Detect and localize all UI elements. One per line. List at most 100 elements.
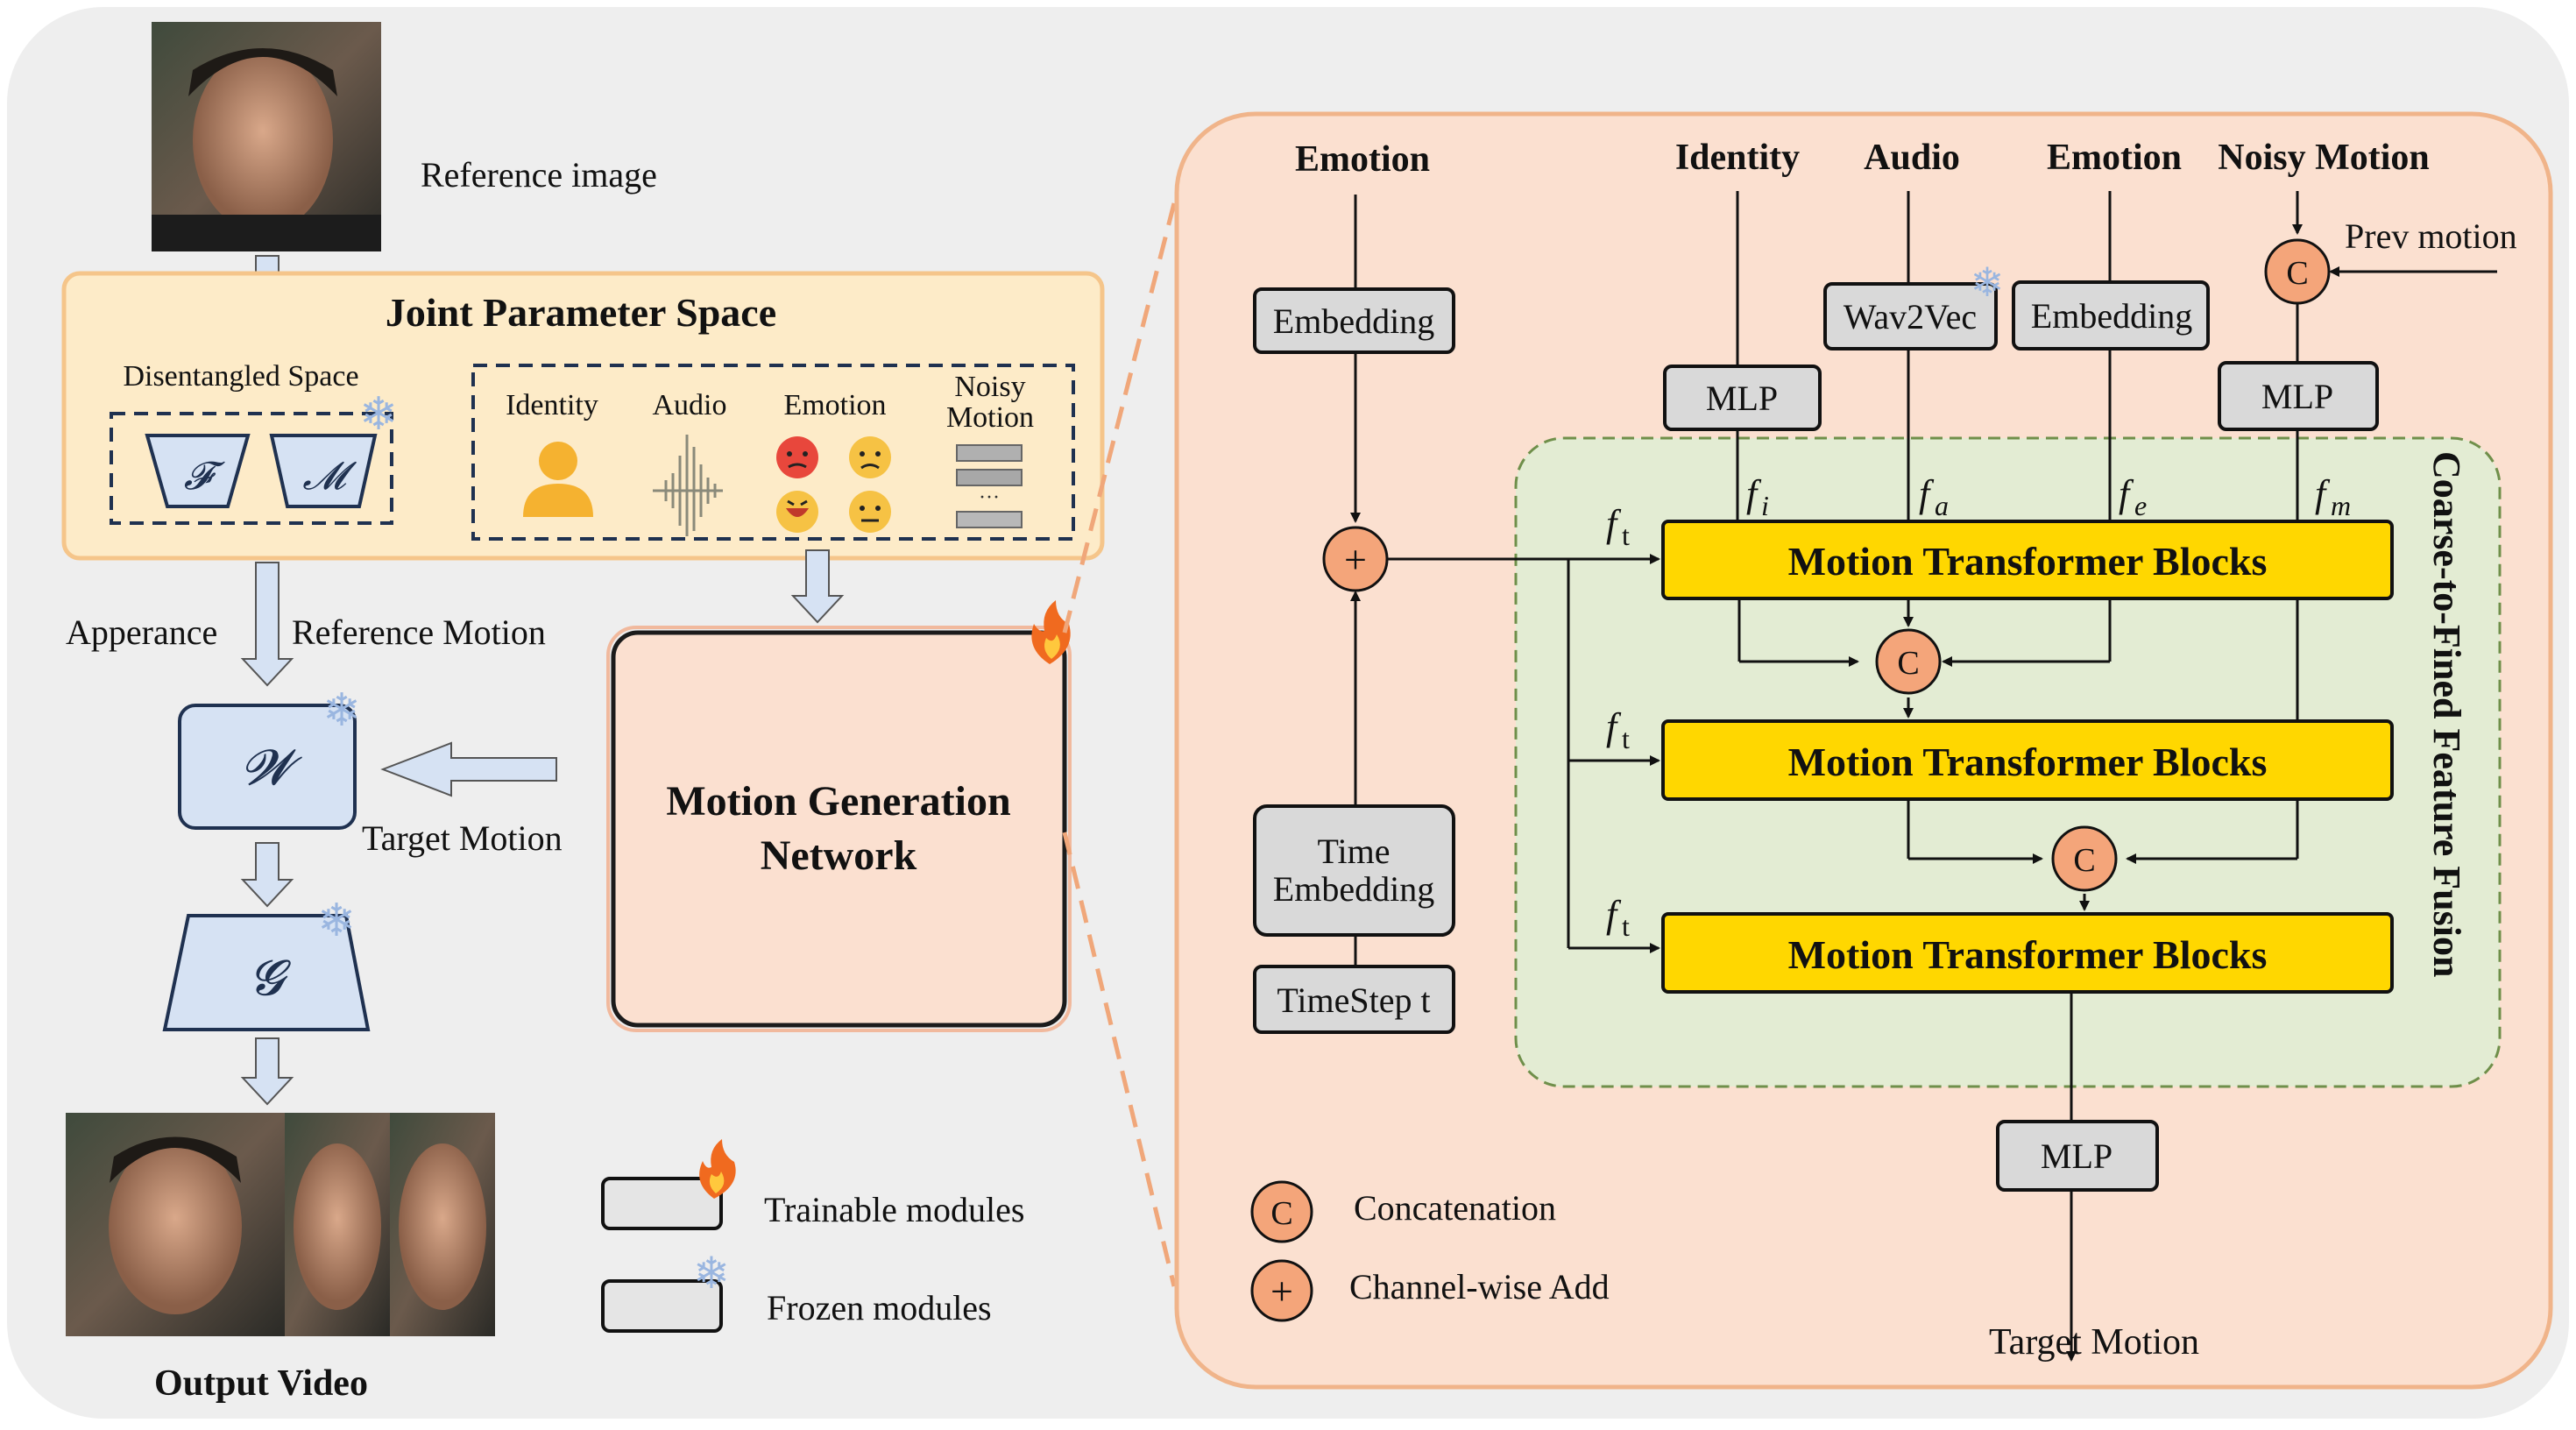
embedding-left-label: Embedding (1273, 301, 1434, 341)
legend-frozen: ❄ Frozen modules (601, 1249, 992, 1333)
mlp-identity (1663, 365, 1822, 431)
input-emotion-right: Emotion (2047, 138, 2182, 178)
time-embedding (1253, 804, 1455, 937)
svg-text:m: m (2331, 490, 2351, 521)
concat-symbol: C (2286, 255, 2308, 292)
svg-text:❄: ❄ (359, 390, 398, 440)
legend-concat-label: Concatenation (1354, 1188, 1556, 1228)
cond-noisy-label-1: Noisy (954, 371, 1025, 403)
target-motion-output-label: Target Motion (1989, 1322, 2199, 1363)
svg-text:t: t (1622, 723, 1630, 754)
mtb-3-label: Motion Transformer Blocks (1788, 932, 2268, 977)
connector-lines (1350, 191, 2497, 1362)
legend-concat-icon (1250, 1180, 1313, 1243)
disentangled-space-label: Disentangled Space (123, 360, 358, 393)
legend-add-symbol: + (1270, 1269, 1293, 1313)
embedding-right-label: Embedding (2031, 296, 2192, 336)
zoom-connector-top (1062, 202, 1177, 634)
wav2vec-label: Wav2Vec (1844, 297, 1977, 336)
concat-node-1 (1875, 628, 1942, 695)
fusion-label: Coarse-to-Fined Feature Fusion (2425, 451, 2468, 977)
embedding-left (1253, 287, 1455, 354)
timestep-label: TimeStep t (1277, 980, 1430, 1020)
prev-motion-label: Prev motion (2345, 216, 2517, 256)
cond-emotion-label: Emotion (783, 389, 886, 421)
mlp-noisy (2218, 361, 2379, 431)
legend-frozen-label: Frozen modules (767, 1288, 992, 1327)
input-identity: Identity (1675, 138, 1800, 178)
mlp-identity-label: MLP (1706, 379, 1778, 418)
legend-trainable: Trainable modules (601, 1139, 1024, 1230)
time-embedding-label-2: Embedding (1273, 869, 1434, 909)
svg-text:t: t (1622, 520, 1630, 551)
concat-symbol: C (2073, 842, 2095, 879)
legend-trainable-label: Trainable modules (764, 1190, 1024, 1229)
hollow-arrow-down-3 (790, 549, 845, 624)
svg-text:···: ··· (979, 486, 1000, 509)
snowflake-icon: ❄ (317, 896, 356, 946)
concat-node-2 (2051, 825, 2118, 892)
svg-text:a: a (1935, 490, 1949, 521)
hollow-arrow-down-5 (240, 1037, 294, 1106)
motion-transformer-block-1 (1661, 520, 2394, 600)
mlp-output-label: MLP (2041, 1136, 2112, 1176)
svg-text:i: i (1761, 490, 1769, 521)
generator-g (162, 914, 371, 1031)
noise-tokens-icon: ··· (956, 444, 1023, 528)
time-embedding-label-1: Time (1317, 832, 1390, 871)
fire-icon (1031, 600, 1071, 664)
reference-motion-label: Reference Motion (292, 612, 546, 652)
motion-transformer-block-2 (1661, 719, 2394, 801)
timestep-module (1253, 965, 1455, 1034)
hollow-arrow-left (380, 741, 557, 797)
mtb-2-label: Motion Transformer Blocks (1788, 740, 2268, 784)
input-noisy-motion: Noisy Motion (2218, 138, 2430, 178)
worried-emoji-icon (849, 436, 891, 478)
embedding-right (2012, 280, 2210, 350)
legend-add-label: Channel-wise Add (1349, 1267, 1610, 1306)
cond-identity-label: Identity (506, 389, 598, 421)
mlp-output (1996, 1120, 2159, 1192)
mlp-noisy-label: MLP (2261, 377, 2333, 416)
waveform-icon (653, 435, 723, 536)
appearance-label: Apperance (66, 612, 217, 652)
legend-add-icon (1250, 1259, 1313, 1322)
motion-encoder-m (269, 434, 378, 508)
disentangled-space-box (110, 412, 393, 525)
neutral-emoji-icon (849, 491, 891, 533)
appearance-encoder-f (145, 434, 251, 508)
motion-transformer-block-3 (1661, 912, 2394, 994)
output-video-frames (66, 1113, 495, 1336)
input-audio: Audio (1864, 138, 1960, 178)
mtb-1-label: Motion Transformer Blocks (1788, 539, 2268, 584)
hollow-arrow-down-2 (240, 562, 294, 687)
svg-text:t: t (1622, 910, 1630, 942)
snowflake-icon: ❄ (359, 390, 398, 440)
hollow-arrow-down-4 (240, 842, 294, 908)
target-motion-label-left: Target Motion (362, 818, 563, 858)
angry-emoji-icon (776, 436, 818, 478)
w-symbol: 𝓦 (242, 741, 303, 796)
laughing-emoji-icon (776, 491, 818, 533)
person-icon (523, 442, 593, 517)
warping-module-w (178, 704, 357, 830)
mgn-title-line2: Network (761, 832, 917, 879)
mgn-title-line1: Motion Generation (666, 778, 1010, 825)
add-time-emotion (1322, 526, 1389, 592)
snowflake-icon: ❄ (1971, 260, 2005, 305)
cond-noisy-label-2: Motion (946, 401, 1034, 434)
snowflake-icon: ❄ (693, 1249, 730, 1298)
concat-symbol: C (1897, 645, 1919, 682)
wav2vec-module (1823, 282, 1998, 350)
reference-image-label: Reference image (421, 155, 657, 195)
joint-space-title: Joint Parameter Space (386, 290, 776, 335)
output-video-label: Output Video (154, 1363, 368, 1404)
input-emotion-left: Emotion (1295, 139, 1430, 180)
concat-prev-motion (2264, 238, 2331, 305)
reference-image (152, 22, 381, 251)
zoom-connector-bottom (1062, 832, 1177, 1287)
add-symbol: + (1344, 537, 1367, 582)
motion-generation-network (611, 630, 1067, 1028)
